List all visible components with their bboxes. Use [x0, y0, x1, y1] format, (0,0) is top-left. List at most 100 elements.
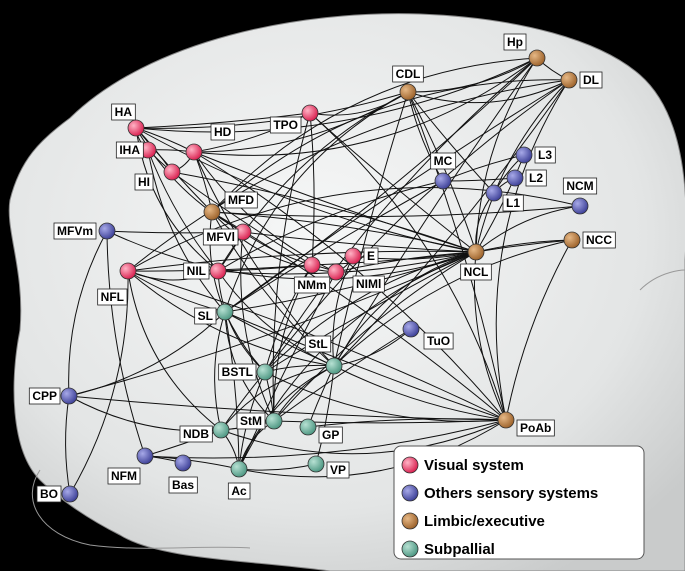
- node-TuO: TuO: [402, 320, 454, 350]
- edge-CPP-SL: [68, 311, 226, 397]
- node-HD-label-box: [210, 123, 236, 141]
- edge-HA-TPO: [135, 112, 311, 129]
- node-CDL: CDL: [392, 65, 424, 101]
- edge-HI-NCL: [171, 171, 477, 253]
- node-NIMl-label-box: [352, 275, 385, 293]
- edge-DL-BSTL: [264, 79, 570, 373]
- node-Ac-label-box: [227, 482, 251, 500]
- node-TPO-label-box: [269, 116, 302, 134]
- edge-SL-StL: [224, 311, 335, 367]
- node-StM-label: StM: [240, 414, 262, 428]
- node-MC-label-box: [430, 152, 457, 170]
- node-MFD: MFD: [203, 191, 258, 221]
- edge-NMm-BSTL: [264, 264, 313, 373]
- node-BO-label: BO: [40, 487, 58, 501]
- legend-swatch-limbic: [401, 512, 419, 530]
- node-HI: HI: [134, 163, 181, 191]
- node-StM-label-box: [236, 412, 266, 430]
- node-L2-circle: [506, 169, 524, 187]
- node-NDB-label-box: [179, 425, 213, 443]
- node-VP-label: VP: [330, 463, 346, 477]
- node-HA: HA: [111, 103, 145, 137]
- node-GP-label: GP: [322, 428, 339, 442]
- node-HI-label-box: [134, 173, 154, 191]
- node-BSTL-label: BSTL: [222, 365, 253, 379]
- node-PoAb-label-box: [516, 419, 555, 437]
- legend-label-visual: Visual system: [424, 457, 524, 474]
- node-CPP: CPP: [28, 387, 78, 405]
- node-MFVl-label: MFVl: [206, 230, 235, 244]
- node-VP-circle: [307, 455, 325, 473]
- node-NFL-label-box: [97, 288, 128, 306]
- node-NMm-label: NMm: [297, 278, 326, 292]
- node-E: E: [344, 247, 379, 265]
- node-Hp: Hp: [503, 33, 546, 67]
- node-Ac: Ac: [227, 460, 251, 500]
- node-IHA: IHA: [115, 141, 157, 159]
- node-HA-label-box: [111, 103, 136, 121]
- edge-MFVl-NCL: [242, 231, 477, 253]
- node-CPP-circle: [60, 387, 78, 405]
- node-BSTL-circle: [256, 363, 274, 381]
- node-SL-circle: [216, 303, 234, 321]
- edge-StL-Ac: [238, 365, 335, 470]
- node-StL-label: StL: [308, 337, 327, 351]
- legend-label-limbic: Limbic/executive: [424, 513, 545, 530]
- node-Ac-label: Ac: [231, 484, 247, 498]
- node-MFD-label-box: [224, 191, 258, 209]
- edge-DL-StL: [333, 79, 570, 367]
- node-L3: L3: [515, 146, 556, 164]
- node-TPO-circle: [301, 104, 319, 122]
- node-IHA-label-box: [115, 141, 144, 159]
- node-NIMl-label: NIMl: [356, 277, 381, 291]
- node-NDB: NDB: [179, 421, 230, 443]
- edge-CDL-Hp: [407, 57, 538, 93]
- node-StM: StM: [236, 412, 283, 430]
- node-MFVm-label-box: [53, 222, 97, 240]
- node-MFVm-label: MFVm: [57, 224, 93, 238]
- edge-MFD-NCL: [211, 211, 477, 253]
- node-HA-label: HA: [115, 105, 133, 119]
- node-L2: L2: [506, 169, 547, 187]
- node-Hp-circle: [528, 49, 546, 67]
- node-L3-circle: [515, 146, 533, 164]
- node-GP-circle: [299, 418, 317, 436]
- edge-NCC-PoAb: [505, 239, 573, 421]
- node-GP: GP: [299, 418, 343, 444]
- node-BO-label-box: [36, 485, 62, 503]
- legend-item-visual: Visual system: [401, 456, 524, 474]
- node-NMm-label-box: [293, 276, 331, 294]
- node-MC-circle: [434, 172, 452, 190]
- node-NCL: NCL: [460, 243, 492, 281]
- node-HD-label: HD: [214, 125, 232, 139]
- node-MFD-label: MFD: [228, 193, 254, 207]
- edge-TPO-NMm: [309, 112, 315, 266]
- node-StL: StL: [304, 335, 343, 375]
- legend-swatch-visual: [401, 456, 419, 474]
- node-DL: DL: [560, 71, 603, 89]
- node-TPO-label: TPO: [273, 118, 298, 132]
- edge-CDL-NCL: [407, 91, 477, 253]
- node-NDB-circle: [212, 421, 230, 439]
- edge-Hp-SL: [224, 57, 538, 313]
- node-NCL-circle: [467, 243, 485, 261]
- edge-MFD-PoAb: [211, 211, 507, 421]
- node-E-label-box: [363, 247, 379, 265]
- node-PoAb: PoAb: [497, 411, 555, 437]
- node-BSTL-label-box: [218, 363, 257, 381]
- node-HI-label: HI: [138, 175, 150, 189]
- node-NCC-label: NCC: [586, 233, 612, 247]
- node-HD-circle: [185, 143, 203, 161]
- node-Hp-label-box: [503, 33, 527, 51]
- node-Bas-circle: [174, 454, 192, 472]
- node-DL-label: DL: [583, 73, 599, 87]
- node-DL-circle: [560, 71, 578, 89]
- node-NCC-circle: [563, 231, 581, 249]
- legend-item-limbic: Limbic/executive: [401, 512, 545, 530]
- node-CPP-label-box: [28, 387, 61, 405]
- edge-BO-NFL: [69, 270, 129, 495]
- node-MC-label: MC: [434, 154, 453, 168]
- edge-NCM-MFD: [211, 205, 581, 218]
- edge-CDL-SL: [224, 91, 409, 313]
